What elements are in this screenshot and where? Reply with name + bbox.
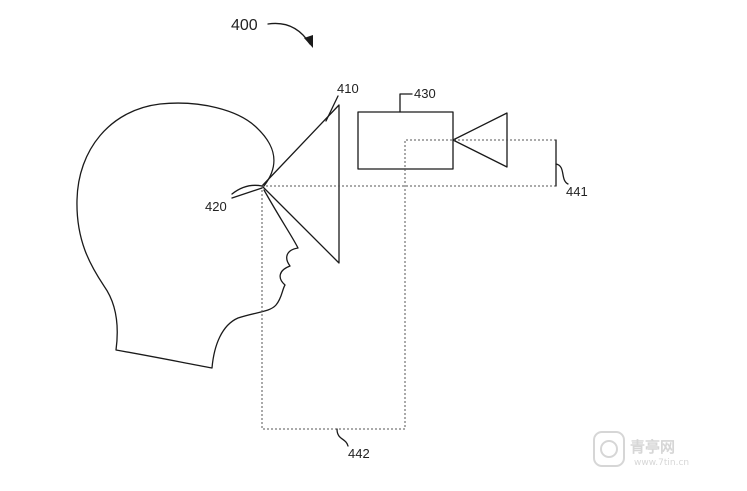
watermark-name: 青亭网 [630,438,675,456]
watermark-logo-eye-icon [600,440,618,458]
watermark: 青亭网 www.7tin.cn [593,431,689,468]
figure-arrow-icon [267,22,311,45]
figure-number-label: 400 [231,17,258,34]
offset-vertical-label: 441 [566,184,588,199]
offset-vertical-leader [555,163,569,185]
dashed-lower-path [261,140,406,430]
eye-leader-line [231,187,263,199]
display-leader-line [325,95,339,122]
camera-unit-label: 430 [414,86,436,101]
eye-label: 420 [205,199,227,214]
dashed-upper-path [262,139,557,187]
display-lens-shape [261,104,340,264]
figure-arrowhead-icon [304,35,313,48]
offset-horizontal-leader [336,428,349,447]
watermark-url: www.7tin.cn [634,458,689,468]
brow-line [231,184,263,195]
head-profile [76,102,299,369]
watermark-logo-icon [593,431,625,467]
offset-horizontal-label: 442 [348,446,370,461]
camera-leader-line [399,93,413,113]
display-unit-label: 410 [337,81,359,96]
